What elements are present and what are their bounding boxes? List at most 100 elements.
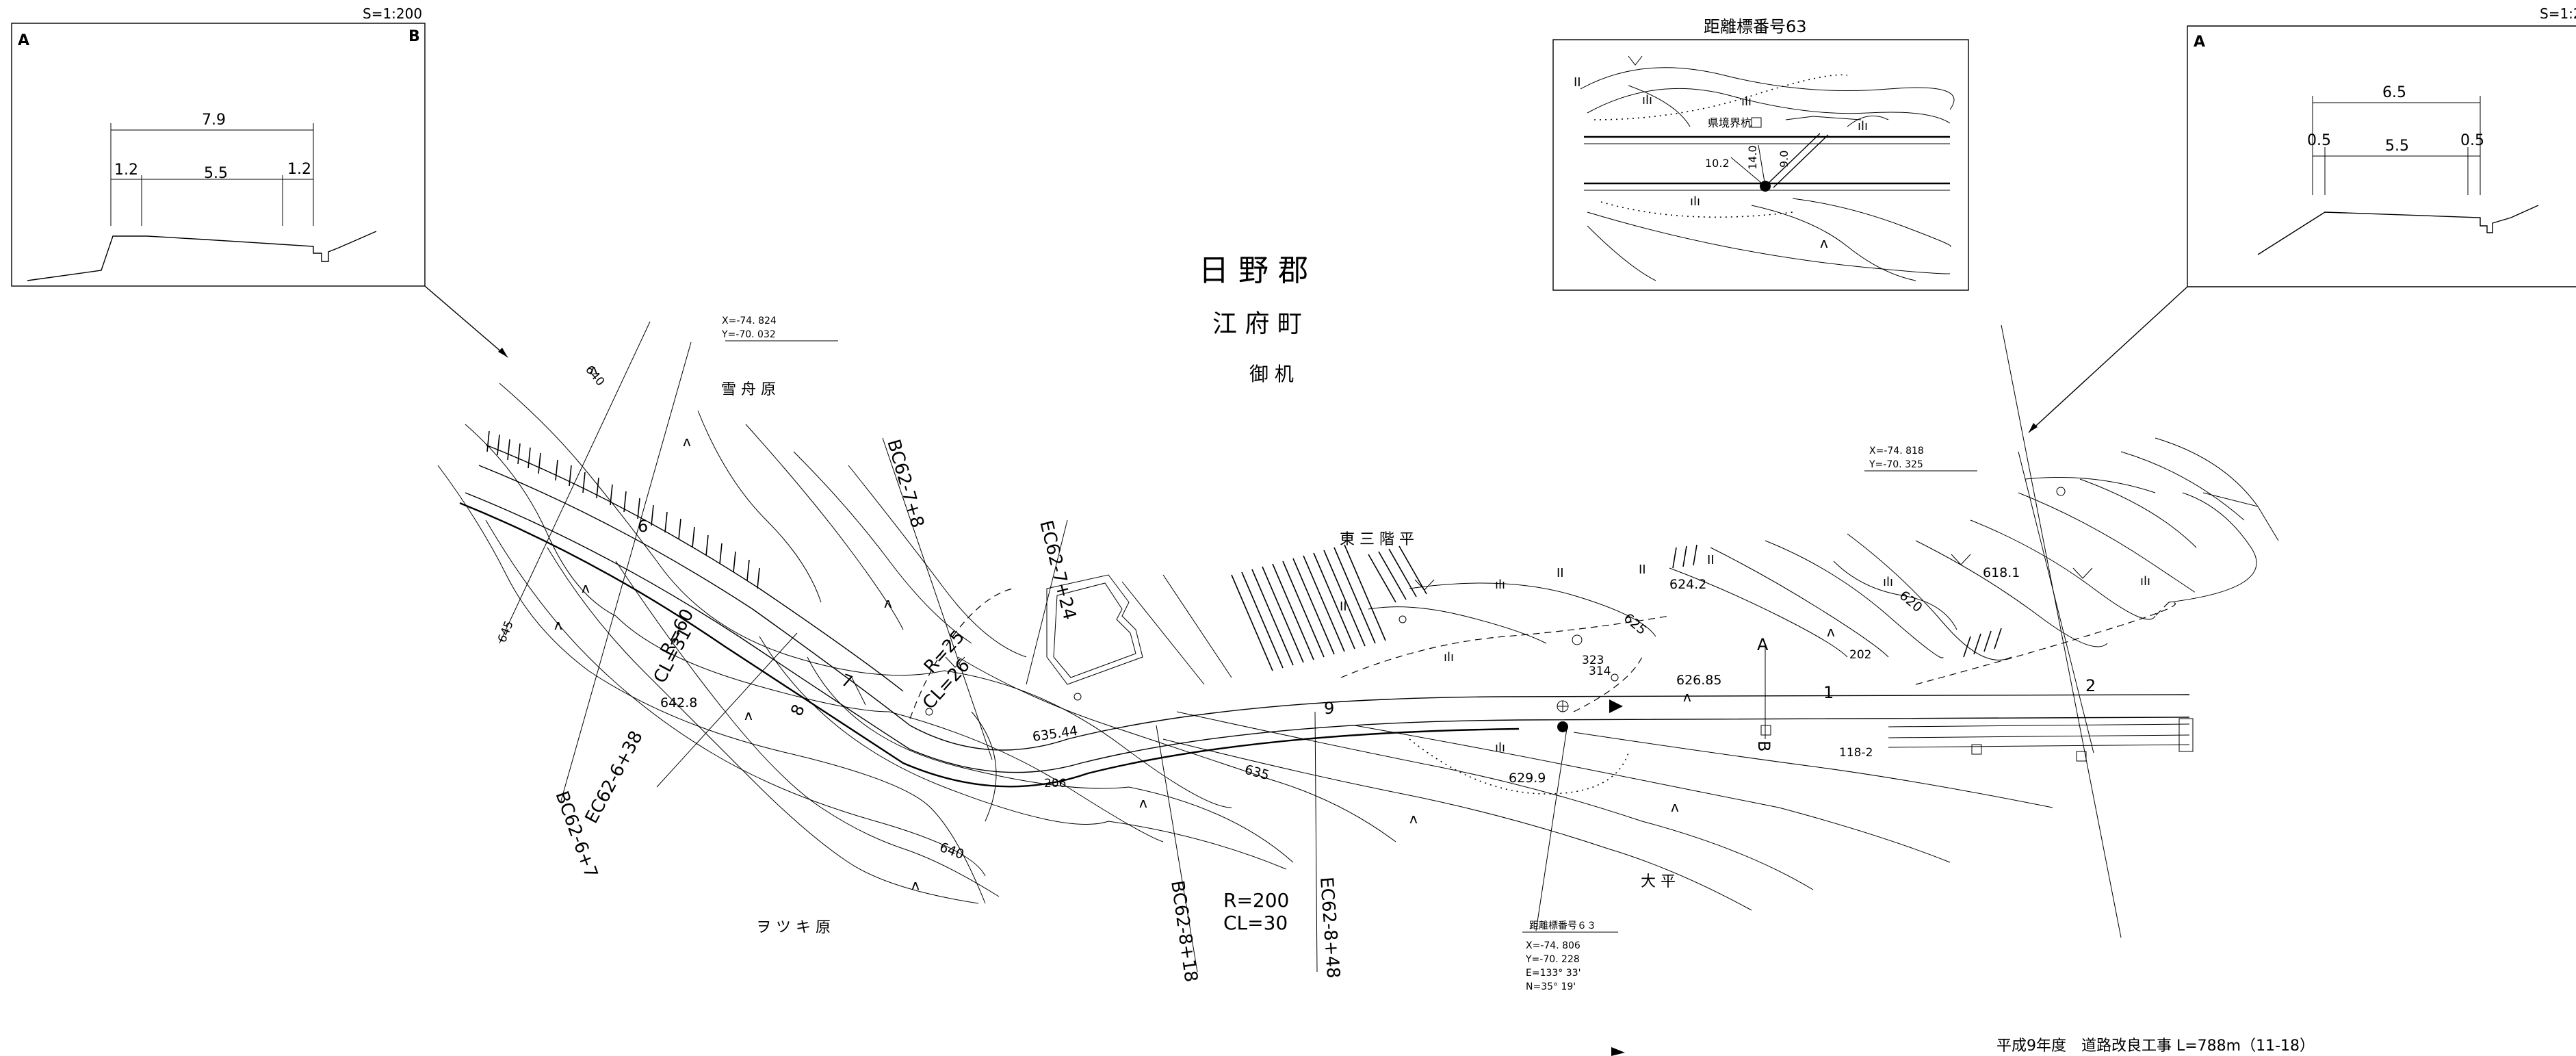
station-1: 1	[1823, 683, 1834, 702]
inset-title: 距離標番号63	[1704, 17, 1807, 36]
left-section-label-a: A	[18, 32, 29, 49]
left-section-label-b: B	[408, 28, 420, 45]
road-alignment	[459, 444, 2194, 788]
veg-mark-4: ʌ	[744, 707, 753, 723]
coord-right-y: Y=-70. 325	[1869, 459, 1923, 470]
place-otaira: 大 平	[1641, 873, 1676, 890]
coord-bottom-e: E=133° 33'	[1526, 968, 1580, 979]
veg-mark-8: ʌ	[1671, 799, 1679, 815]
elev-202: 202	[1849, 648, 1871, 662]
right-section-frame	[2187, 25, 2576, 287]
left-shoulder-left: 1.2	[114, 162, 138, 179]
elev-626-85: 626.85	[1676, 673, 1721, 688]
inset-frame	[1552, 39, 1969, 291]
area-name: 御 机	[1249, 363, 1294, 385]
section-line-b: B	[1754, 741, 1773, 751]
elev-635-44: 635.44	[1032, 723, 1079, 745]
station-8: 8	[787, 701, 809, 719]
veg-mark-7: ʌ	[1409, 810, 1418, 827]
elev-642-8: 642.8	[660, 695, 697, 710]
left-shoulder-right: 1.2	[287, 161, 311, 178]
left-section-ground-profile	[27, 231, 377, 281]
veg-mark-15: II	[1707, 553, 1715, 567]
curve-ec2: EC62-7+24	[1035, 518, 1080, 621]
right-carriageway: 5.5	[2385, 138, 2409, 155]
veg-mark-3: ʌ	[554, 617, 562, 633]
contour-lines	[437, 383, 2279, 911]
veg-mark-19: ılı	[1883, 575, 1893, 589]
inset-dim-a: 10.2	[1705, 157, 1730, 170]
veg-mark-0: ʌ	[590, 361, 598, 378]
left-leader-arrow-icon	[498, 348, 508, 357]
veg-mark-10: ʌ	[1827, 623, 1835, 640]
left-section-frame	[11, 23, 426, 287]
inset-mark-1: ılı	[1642, 93, 1652, 107]
right-section-label-a: A	[2194, 34, 2205, 51]
scale-left: S=1:200	[363, 5, 422, 22]
inset-mark-4: ılı	[1741, 94, 1752, 109]
station-2: 2	[2085, 676, 2096, 695]
right-section-leader	[2028, 286, 2188, 433]
inset-mark-0: II	[1574, 75, 1581, 90]
coord-bottom-title: 距離標番号６３	[1529, 920, 1596, 931]
elev-314: 314	[1589, 665, 1611, 678]
station-9: 9	[1324, 699, 1334, 718]
curve-ec3: EC62-8+48	[1316, 876, 1343, 979]
elev-645: 645	[495, 619, 517, 645]
right-section-ground-profile	[2257, 205, 2539, 255]
curve-ec1: EC62-6+38	[582, 727, 647, 827]
inset-dim-b: 14.0	[1746, 145, 1759, 170]
left-total-width: 7.9	[202, 112, 226, 129]
veg-mark-20: ılı	[2140, 574, 2150, 589]
right-section-dimensions: 6.5 0.5 5.5 0.5	[2307, 84, 2484, 195]
elev-620: 620	[1897, 588, 1925, 615]
elev-618-1: 618.1	[1983, 565, 2020, 580]
curve-bc2: BC62-7+8	[883, 437, 927, 530]
section-line-a: A	[1757, 635, 1769, 654]
inset-map	[1580, 55, 1955, 281]
elev-635: 635	[1243, 762, 1271, 784]
coord-bottom-y: Y=-70. 228	[1525, 954, 1580, 965]
coord-bottom-x: X=-74. 806	[1526, 940, 1580, 951]
cut-slope-hatching	[486, 430, 2002, 671]
left-carriageway: 5.5	[204, 165, 228, 182]
right-shoulder-left: 0.5	[2307, 132, 2331, 149]
left-section-leader	[424, 285, 508, 358]
place-higashi-sankaidaira: 東 三 階 平	[1340, 531, 1414, 548]
curve-bc3: BC62-8+18	[1167, 879, 1201, 983]
elev-323: 323	[1582, 654, 1604, 667]
veg-mark-16: ılı	[1495, 578, 1505, 592]
right-leader-arrow-icon	[2029, 423, 2038, 433]
dashed-boundaries	[909, 588, 2176, 795]
veg-mark-2: ʌ	[582, 580, 590, 596]
elev-629-9: 629.9	[1509, 771, 1546, 786]
right-shoulder-right: 0.5	[2460, 132, 2484, 149]
inset-mark-2: ılı	[1690, 194, 1700, 209]
elev-640b: 640	[937, 840, 966, 862]
inset-mark-3: ılı	[1858, 119, 1868, 133]
survey-markers	[925, 487, 2093, 1056]
place-yotsukibara: ヲ ツ キ 原	[756, 919, 831, 936]
veg-mark-18: ılı	[1495, 741, 1505, 755]
coord-right-x: X=-74. 818	[1869, 446, 1924, 456]
inset-dim-c: 9.0	[1778, 151, 1791, 168]
veg-mark-11: ʌ	[1683, 688, 1691, 705]
building-outline	[1046, 574, 1143, 685]
left-section-dimensions: 7.9 1.2 5.5 1.2	[110, 112, 314, 226]
project-footer: 平成9年度 道路改良工事 L=788m（11-18）	[1996, 1038, 2315, 1055]
veg-mark-6: ʌ	[1139, 795, 1147, 811]
elev-206: 206	[1044, 777, 1066, 790]
veg-mark-17: ılı	[1444, 650, 1454, 665]
town-name: 江 府 町	[1212, 310, 1302, 338]
curve-r3: R=200	[1223, 889, 1289, 912]
survey-lines	[499, 321, 2122, 973]
curve-cl1: CL=31	[650, 624, 697, 686]
veg-mark-5: ʌ	[884, 595, 892, 611]
coord-bottom-n: N=35° 19'	[1526, 981, 1576, 992]
station-6: 6	[638, 517, 648, 536]
district-name: 日 野 郡	[1199, 253, 1308, 288]
right-total-width: 6.5	[2382, 84, 2406, 101]
scale-right: S=1:2	[2540, 5, 2576, 22]
veg-mark-1: ʌ	[683, 433, 691, 450]
